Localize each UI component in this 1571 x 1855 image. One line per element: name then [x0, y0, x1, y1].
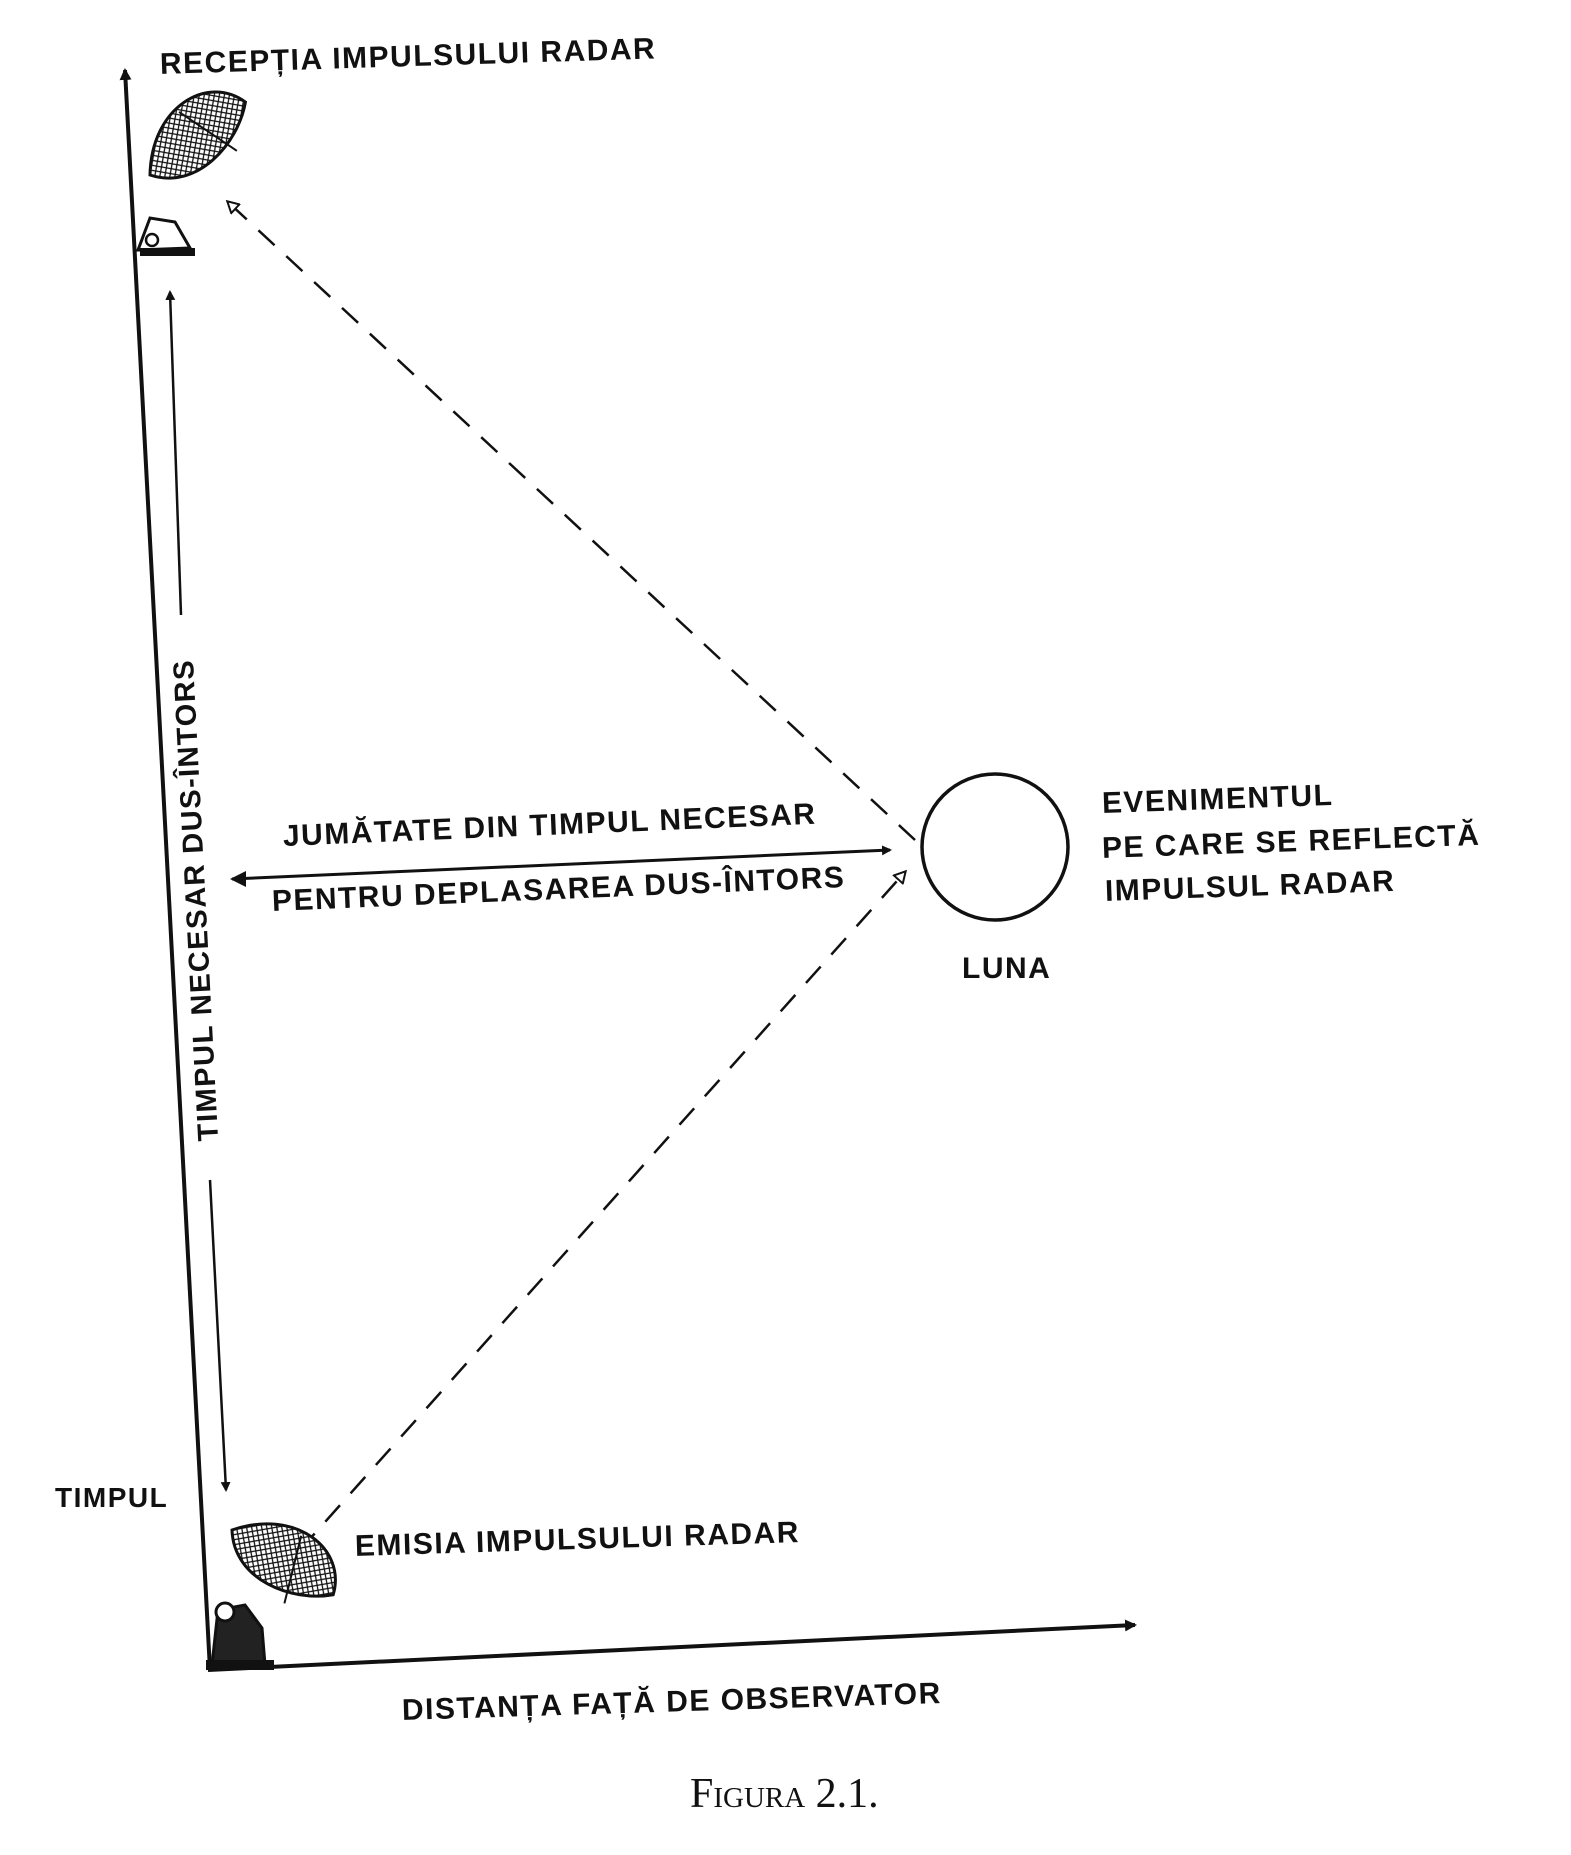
figure-caption: Figura 2.1. [690, 1771, 879, 1817]
time-axis-label: TIMPUL [55, 1482, 169, 1513]
round-trip-arrow-lower [208, 1179, 231, 1492]
outgoing-pulse-line [299, 872, 905, 1551]
round-trip-arrow-upper [165, 290, 183, 616]
emitter-mount [206, 1601, 274, 1670]
receiver-mount [135, 216, 195, 256]
moon-circle [920, 772, 1070, 922]
distance-axis-line [207, 1619, 1137, 1672]
return-pulse-line [228, 202, 916, 841]
moon-label: LUNA [962, 952, 1052, 985]
half-time-arrow-left-head [230, 871, 246, 887]
time-axis-line [119, 68, 212, 1671]
receiver-radar-dish-icon [148, 90, 248, 180]
half-time-arrow [231, 845, 892, 881]
emitter-radar-dish-icon [230, 1522, 337, 1604]
